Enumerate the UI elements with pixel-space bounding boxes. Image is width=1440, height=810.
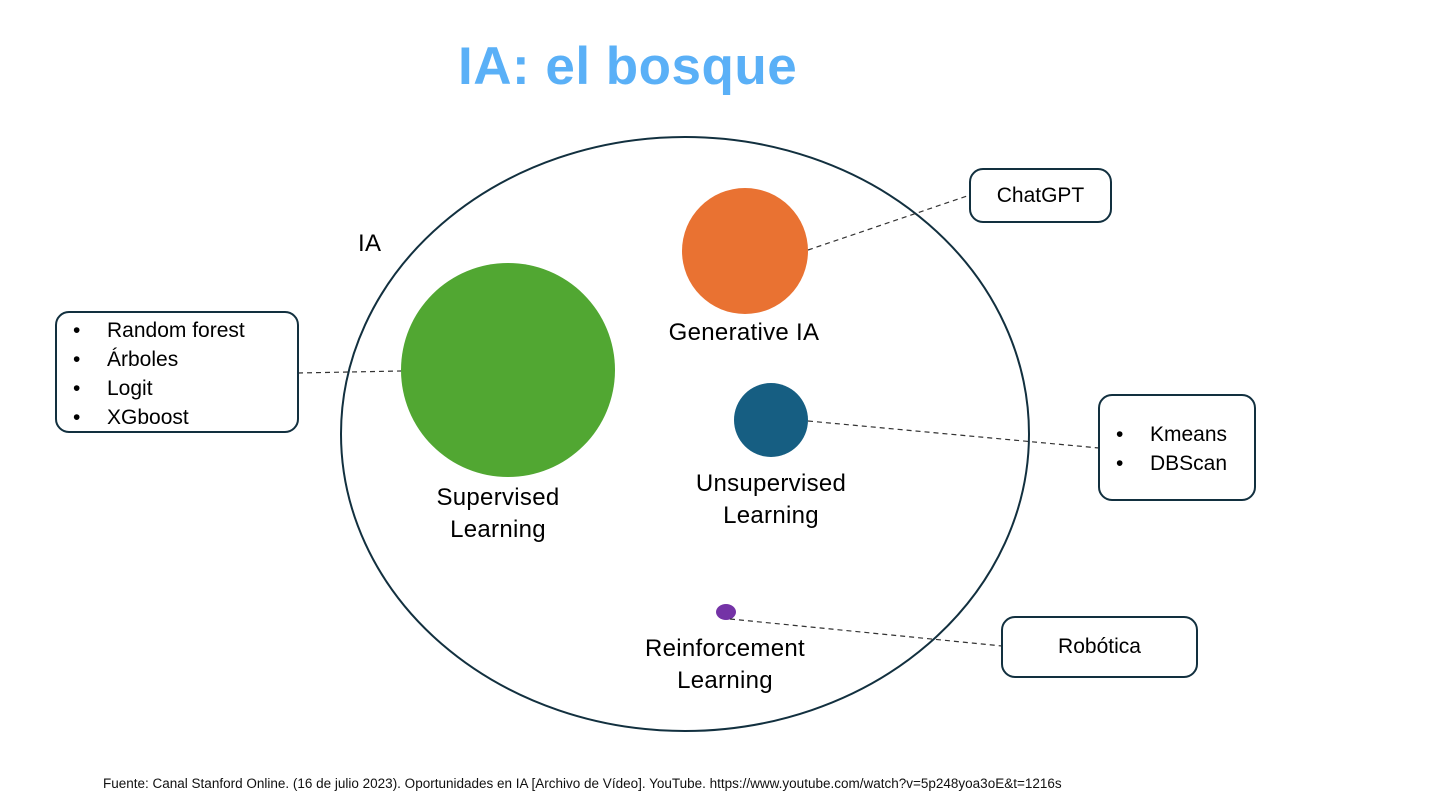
list-item: •DBScan xyxy=(1100,449,1254,478)
reinforcement-examples-callout: Robótica xyxy=(1001,616,1198,678)
bullet-icon: • xyxy=(73,406,81,429)
connector-reinforcement xyxy=(729,618,1003,647)
unsupervised-learning-label: Unsupervised Learning xyxy=(670,468,872,532)
label-line: Learning xyxy=(450,516,546,543)
ia-outer-ellipse xyxy=(340,136,1030,732)
reinforcement-learning-label: Reinforcement Learning xyxy=(620,633,830,697)
connector-generative xyxy=(807,194,971,251)
generative-examples-callout: ChatGPT xyxy=(969,168,1112,223)
label-line: Learning xyxy=(723,502,819,529)
list-item: •XGboost xyxy=(57,403,297,432)
list-item: •Logit xyxy=(57,374,297,403)
bullet-icon: • xyxy=(1116,423,1124,446)
connector-unsupervised xyxy=(807,420,1100,449)
label-line: Supervised xyxy=(436,484,560,511)
connector-supervised xyxy=(297,370,402,374)
slide-title: IA: el bosque xyxy=(458,37,798,96)
label-line: Learning xyxy=(677,667,773,694)
label-line: Reinforcement xyxy=(645,635,805,662)
callout-text: ChatGPT xyxy=(996,183,1085,207)
list-item: •Árboles xyxy=(57,345,297,374)
generative-ia-label: Generative IA xyxy=(668,319,820,346)
bullet-icon: • xyxy=(73,377,81,400)
bullet-icon: • xyxy=(73,348,81,371)
unsupervised-learning-circle xyxy=(734,383,808,457)
unsupervised-examples-callout: •Kmeans •DBScan xyxy=(1098,394,1256,501)
bullet-icon: • xyxy=(73,319,81,342)
label-line: Unsupervised xyxy=(695,470,847,497)
source-citation: Fuente: Canal Stanford Online. (16 de ju… xyxy=(103,776,1062,791)
list-item: •Kmeans xyxy=(1100,420,1254,449)
ia-set-label: IA xyxy=(358,230,382,257)
list-item: •Random forest xyxy=(57,316,297,345)
supervised-learning-circle xyxy=(401,263,615,477)
reinforcement-learning-dot xyxy=(716,604,736,620)
bullet-icon: • xyxy=(1116,452,1124,475)
supervised-learning-label: Supervised Learning xyxy=(398,482,598,546)
generative-ia-circle xyxy=(682,188,808,314)
callout-text: Robótica xyxy=(1058,635,1141,658)
supervised-examples-callout: •Random forest •Árboles •Logit •XGboost xyxy=(55,311,299,433)
